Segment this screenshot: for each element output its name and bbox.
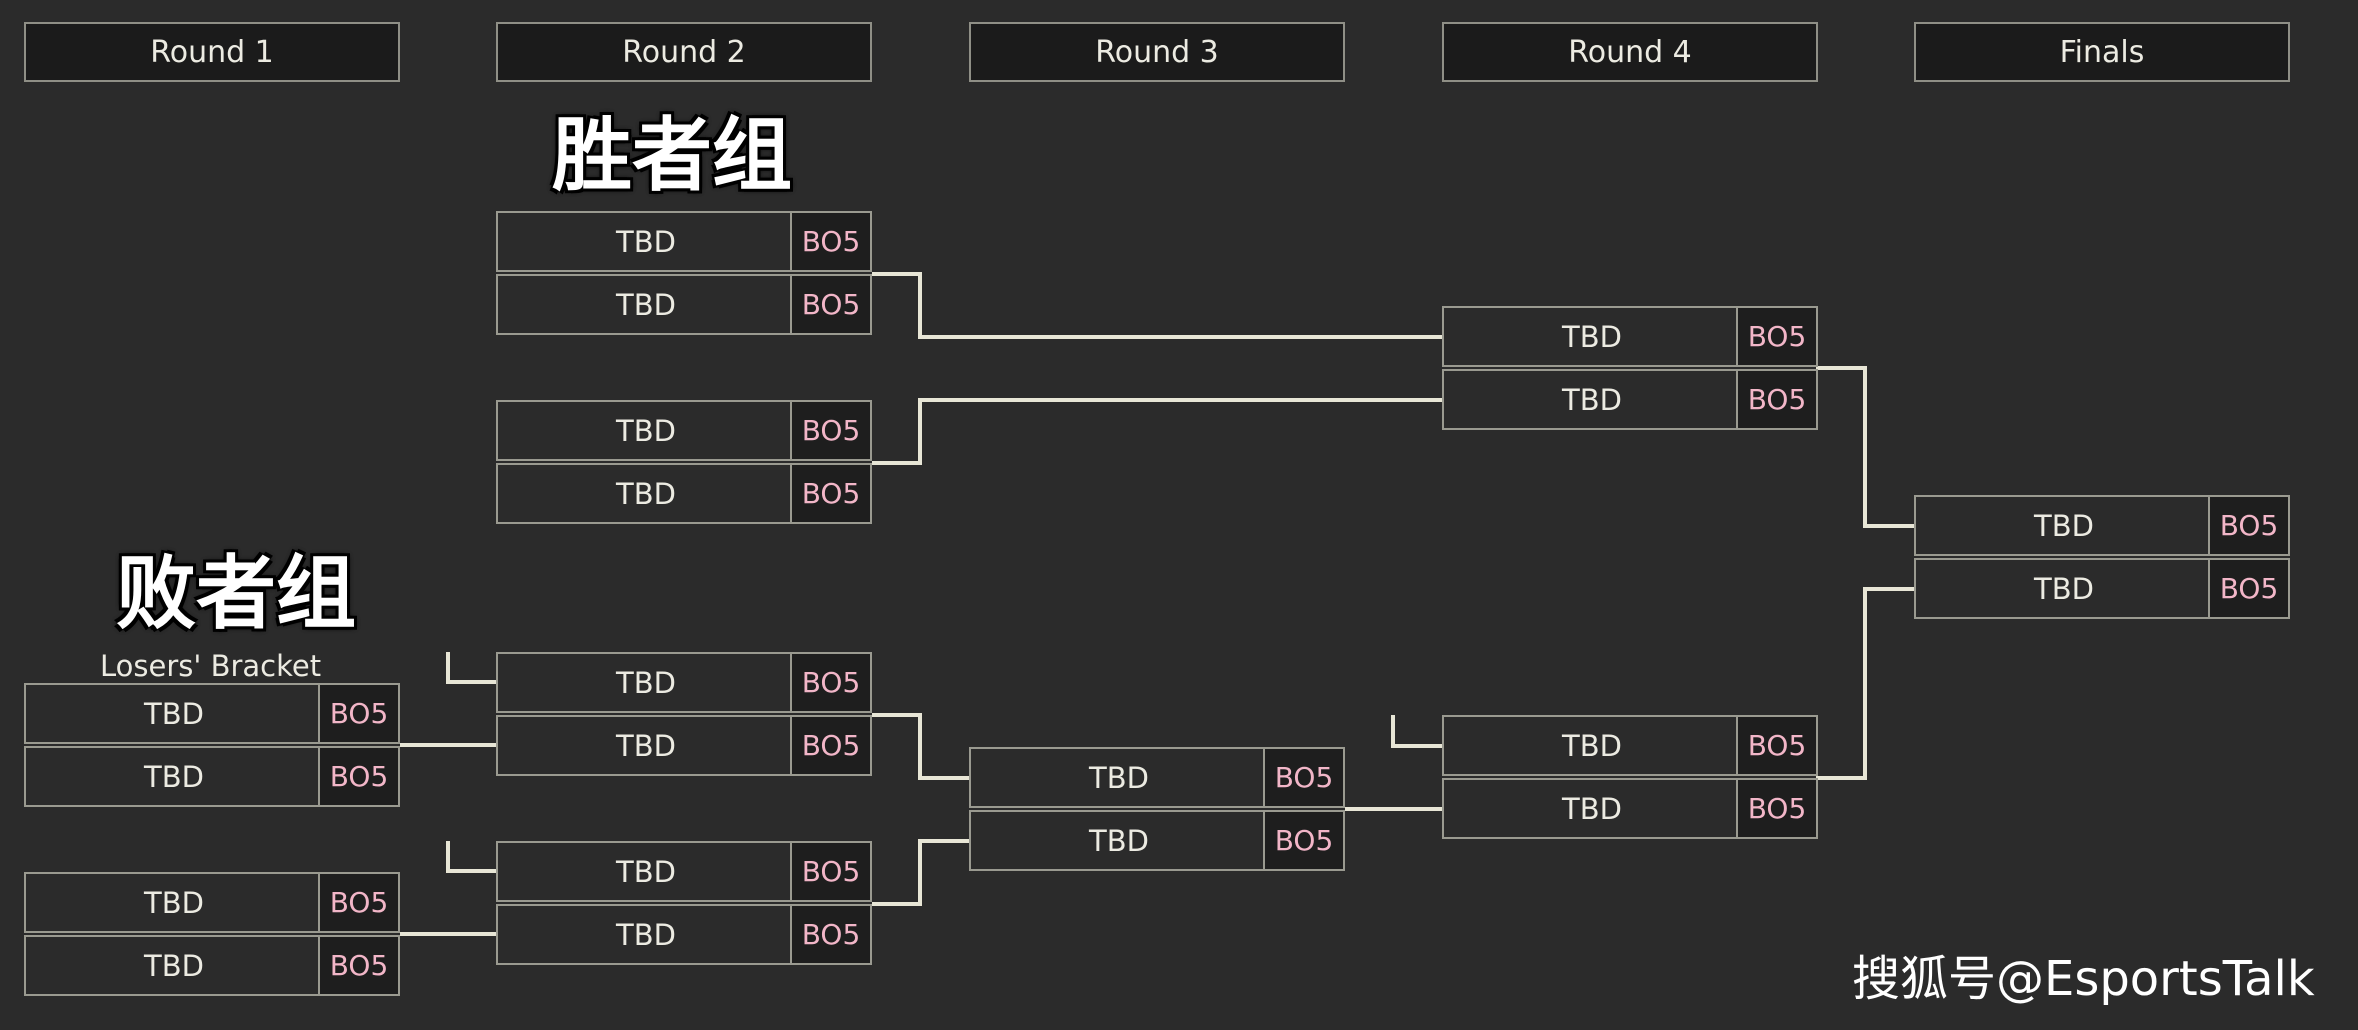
- series-format: BO5: [318, 748, 398, 805]
- team-name: TBD: [144, 759, 204, 794]
- match-slot-bottom[interactable]: TBD BO5: [1442, 778, 1818, 839]
- match-slot-top[interactable]: TBD BO5: [1442, 715, 1818, 776]
- connector-losers-r2m1-drop-in: [446, 652, 496, 684]
- match-winners-r2-m2[interactable]: TBD BO5 TBD BO5: [496, 400, 872, 524]
- match-slot-top[interactable]: TBD BO5: [496, 841, 872, 902]
- connector-losers-r2m1-to-r3: [872, 713, 969, 780]
- losers-group-label: 败者组: [116, 547, 356, 640]
- winners-group-label: 胜者组: [552, 109, 792, 202]
- team-name: TBD: [616, 917, 676, 952]
- match-slot-bottom[interactable]: TBD BO5: [24, 935, 400, 996]
- team-name: TBD: [616, 413, 676, 448]
- match-winners-r2-m1[interactable]: TBD BO5 TBD BO5: [496, 211, 872, 335]
- team-name: TBD: [1089, 760, 1149, 795]
- match-losers-r1-m1[interactable]: TBD BO5 TBD BO5: [24, 683, 400, 807]
- match-slot-top[interactable]: TBD BO5: [496, 211, 872, 272]
- series-format: BO5: [1736, 780, 1816, 837]
- connector-winners-r4-to-finals: [1816, 366, 1914, 528]
- team-name: TBD: [616, 224, 676, 259]
- connector-losers-r2m2-drop-in: [446, 841, 496, 873]
- match-losers-r4[interactable]: TBD BO5 TBD BO5: [1442, 715, 1818, 839]
- team-name: TBD: [1562, 382, 1622, 417]
- match-losers-r2-m1[interactable]: TBD BO5 TBD BO5: [496, 652, 872, 776]
- team-name: TBD: [616, 476, 676, 511]
- team-name: TBD: [144, 948, 204, 983]
- match-slot-bottom[interactable]: TBD BO5: [1442, 369, 1818, 430]
- team-name: TBD: [616, 665, 676, 700]
- connector-winners-r2m2-to-r4: [872, 398, 1442, 465]
- series-format: BO5: [1736, 717, 1816, 774]
- match-slot-top[interactable]: TBD BO5: [24, 683, 400, 744]
- match-finals[interactable]: TBD BO5 TBD BO5: [1914, 495, 2290, 619]
- series-format: BO5: [1736, 371, 1816, 428]
- connector-losers-r4-to-finals: [1816, 587, 1914, 780]
- team-name: TBD: [1562, 319, 1622, 354]
- series-format: BO5: [790, 276, 870, 333]
- connector-winners-r2m1-to-r4: [872, 272, 1442, 339]
- series-format: BO5: [790, 654, 870, 711]
- header-round-4: Round 4: [1442, 22, 1818, 82]
- team-name: TBD: [1562, 728, 1622, 763]
- header-finals: Finals: [1914, 22, 2290, 82]
- series-format: BO5: [318, 874, 398, 931]
- match-losers-r3[interactable]: TBD BO5 TBD BO5: [969, 747, 1345, 871]
- match-slot-bottom[interactable]: TBD BO5: [24, 746, 400, 807]
- losers-bracket-label: Losers' Bracket: [100, 649, 322, 683]
- series-format: BO5: [790, 906, 870, 963]
- team-name: TBD: [144, 885, 204, 920]
- team-name: TBD: [144, 696, 204, 731]
- header-round-3: Round 3: [969, 22, 1345, 82]
- connector-losers-r2m2-to-r3: [872, 839, 969, 906]
- series-format: BO5: [2208, 560, 2288, 617]
- team-name: TBD: [1089, 823, 1149, 858]
- match-slot-top[interactable]: TBD BO5: [1442, 306, 1818, 367]
- match-slot-bottom[interactable]: TBD BO5: [496, 715, 872, 776]
- match-slot-top[interactable]: TBD BO5: [1914, 495, 2290, 556]
- series-format: BO5: [790, 717, 870, 774]
- match-slot-bottom[interactable]: TBD BO5: [496, 904, 872, 965]
- series-format: BO5: [1736, 308, 1816, 365]
- match-slot-bottom[interactable]: TBD BO5: [969, 810, 1345, 871]
- team-name: TBD: [616, 728, 676, 763]
- series-format: BO5: [2208, 497, 2288, 554]
- match-slot-bottom[interactable]: TBD BO5: [1914, 558, 2290, 619]
- series-format: BO5: [1263, 749, 1343, 806]
- match-winners-r4[interactable]: TBD BO5 TBD BO5: [1442, 306, 1818, 430]
- team-name: TBD: [1562, 791, 1622, 826]
- match-slot-top[interactable]: TBD BO5: [969, 747, 1345, 808]
- series-format: BO5: [1263, 812, 1343, 869]
- team-name: TBD: [616, 854, 676, 889]
- series-format: BO5: [790, 402, 870, 459]
- series-format: BO5: [318, 685, 398, 742]
- series-format: BO5: [318, 937, 398, 994]
- match-losers-r2-m2[interactable]: TBD BO5 TBD BO5: [496, 841, 872, 965]
- series-format: BO5: [790, 843, 870, 900]
- series-format: BO5: [790, 465, 870, 522]
- match-slot-top[interactable]: TBD BO5: [24, 872, 400, 933]
- team-name: TBD: [616, 287, 676, 322]
- watermark: 搜狐号@EsportsTalk: [1852, 951, 2315, 1007]
- header-round-2: Round 2: [496, 22, 872, 82]
- match-losers-r1-m2[interactable]: TBD BO5 TBD BO5: [24, 872, 400, 996]
- connector-losers-r4-drop-in: [1391, 715, 1442, 748]
- header-round-1: Round 1: [24, 22, 400, 82]
- match-slot-top[interactable]: TBD BO5: [496, 652, 872, 713]
- match-slot-bottom[interactable]: TBD BO5: [496, 274, 872, 335]
- team-name: TBD: [2034, 508, 2094, 543]
- team-name: TBD: [2034, 571, 2094, 606]
- series-format: BO5: [790, 213, 870, 270]
- match-slot-top[interactable]: TBD BO5: [496, 400, 872, 461]
- match-slot-bottom[interactable]: TBD BO5: [496, 463, 872, 524]
